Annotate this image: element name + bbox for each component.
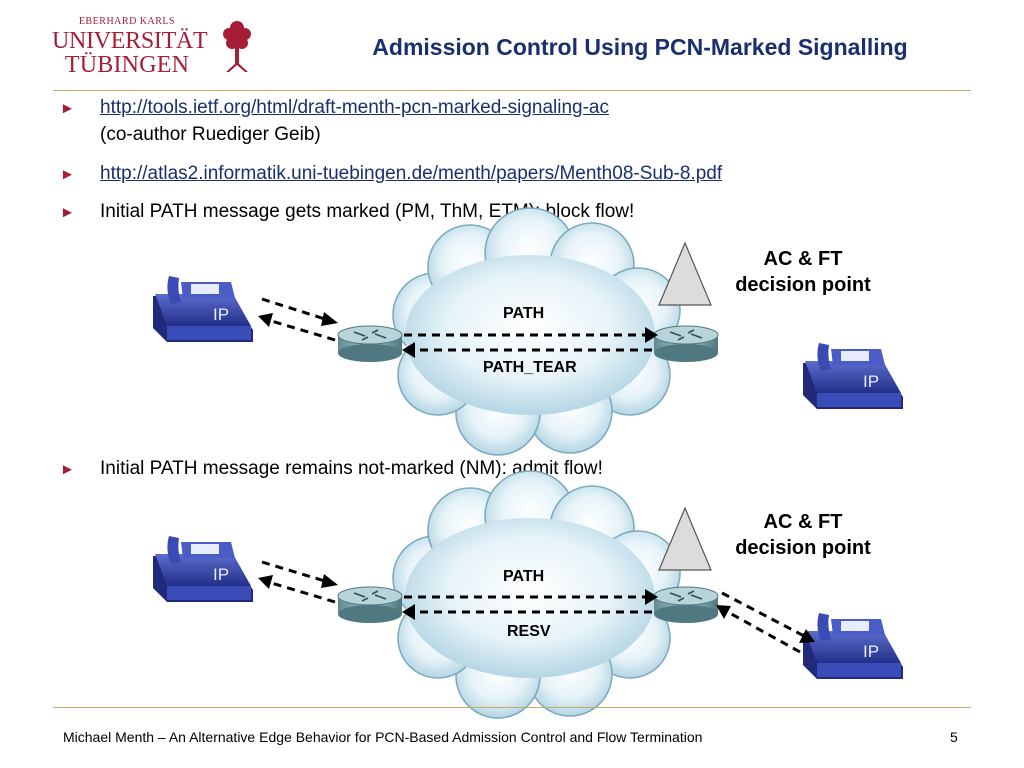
arrowheads — [258, 574, 815, 643]
pcn-domain-cloud — [392, 207, 681, 456]
bullet-arrow-icon: ► — [60, 100, 75, 117]
ip-phone-icon — [153, 536, 253, 602]
logo-wordmark: EBERHARD KARLS UNIVERSITÄT TÜBINGEN — [52, 16, 208, 78]
path-tear-message-label: PATH_TEAR — [483, 359, 577, 376]
decision-point-label: AC & FT decision point — [720, 509, 886, 561]
bullet-3: ► Initial PATH message gets marked (PM, T… — [60, 200, 634, 225]
phone-ip-label: IP — [863, 642, 880, 661]
diagram-admit-flow — [153, 470, 903, 719]
slide-title: Admission Control Using PCN-Marked Signa… — [372, 34, 908, 60]
ip-phone-icon — [803, 343, 903, 409]
bullet-4: ► Initial PATH message remains not-marked… — [60, 457, 603, 482]
signal-arrows — [261, 297, 652, 352]
phone-ip-label: IP — [213, 565, 230, 584]
arrowheads — [258, 312, 658, 358]
logo-line2: UNIVERSITÄT — [52, 28, 208, 54]
decision-point-triangle-icon — [658, 507, 712, 571]
egress-router-icon — [653, 325, 719, 363]
resv-message-label: RESV — [507, 623, 551, 640]
path-message-label: PATH — [503, 568, 545, 585]
phone-ip-label: IP — [213, 305, 230, 324]
decision-point-label: AC & FT decision point — [720, 246, 886, 298]
bullet-arrow-icon: ► — [60, 461, 75, 478]
ietf-draft-link[interactable]: http://tools.ietf.org/html/draft-menth-p… — [100, 97, 609, 118]
decision-label-line1: AC & FT — [763, 248, 843, 270]
ip-phone-icon — [153, 276, 253, 342]
bullet-arrow-icon: ► — [60, 166, 75, 183]
bullet-1: ► http://tools.ietf.org/html/draft-menth-… — [60, 96, 609, 121]
bullet-4-text: Initial PATH message remains not-marked … — [100, 458, 603, 479]
pcn-domain-cloud — [392, 470, 681, 719]
signal-arrows — [261, 560, 807, 654]
bullet-1-subtext: (co-author Ruediger Geib) — [100, 124, 321, 145]
page-number: 5 — [950, 729, 958, 745]
university-logo: EBERHARD KARLS UNIVERSITÄT TÜBINGEN — [52, 16, 257, 78]
decision-label-line2: decision point — [735, 537, 871, 559]
paper-pdf-link[interactable]: http://atlas2.informatik.uni-tuebingen.d… — [100, 163, 723, 184]
bullet-3-text: Initial PATH message gets marked (PM, Th… — [100, 201, 635, 222]
decision-label-line2: decision point — [735, 274, 871, 296]
ingress-router-icon — [337, 325, 403, 363]
path-message-label: PATH — [503, 305, 545, 322]
ip-phone-icon — [803, 613, 903, 679]
header-divider — [53, 90, 971, 91]
decision-label-line1: AC & FT — [763, 511, 843, 533]
egress-router-icon — [653, 586, 719, 624]
footer-divider — [53, 707, 971, 708]
diagram-block-flow — [153, 207, 903, 456]
logo-line3: TÜBINGEN — [64, 52, 190, 78]
footer-text: Michael Menth – An Alternative Edge Beha… — [63, 729, 703, 745]
ingress-router-icon — [337, 586, 403, 624]
phone-ip-label: IP — [863, 372, 880, 391]
decision-point-triangle-icon — [658, 242, 712, 306]
bullet-arrow-icon: ► — [60, 204, 75, 221]
logo-line1: EBERHARD KARLS — [78, 16, 176, 27]
tree-emblem-icon — [223, 21, 251, 72]
bullet-2: ► http://atlas2.informatik.uni-tuebingen.… — [60, 162, 722, 187]
